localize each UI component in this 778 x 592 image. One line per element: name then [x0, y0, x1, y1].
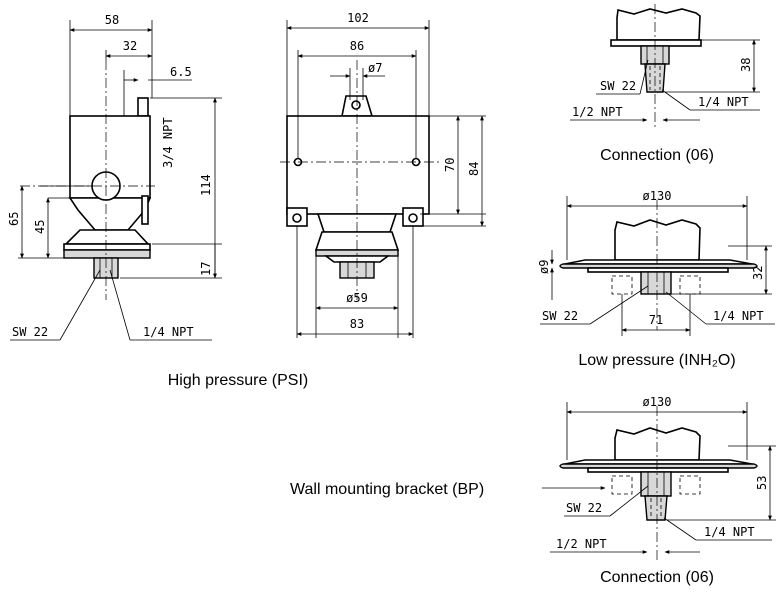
- side-view: 58 32 6.5 3/4 NPT 114 17 65 45 SW 22 1/4…: [7, 13, 222, 341]
- conn-bottom-thread-small: 1/4 NPT: [704, 525, 755, 539]
- side-thread-label: 1/4 NPT: [143, 325, 194, 339]
- conn-bottom-sw22: SW 22: [566, 501, 602, 515]
- caption-connection-bottom: Connection (06): [600, 569, 714, 586]
- conn-bottom-dim-d130: ø130: [643, 395, 672, 409]
- low-dim-d130: ø130: [643, 189, 672, 203]
- dim-6-5: 6.5: [170, 65, 192, 79]
- caption-high-pressure: High pressure (PSI): [168, 372, 309, 389]
- dim-83: 83: [350, 317, 364, 331]
- dim-58: 58: [105, 13, 119, 27]
- conn-top-thread-large: 1/2 NPT: [572, 105, 623, 119]
- conn-top-dim-38: 38: [739, 58, 753, 72]
- dim-3-4-npt: 3/4 NPT: [161, 117, 175, 168]
- conn-top-sw22: SW 22: [600, 79, 636, 93]
- bracket-label: Wall mounting bracket (BP): [290, 481, 484, 498]
- dim-84: 84: [467, 162, 481, 176]
- dim-17: 17: [199, 262, 213, 276]
- conn-top-thread-small: 1/4 NPT: [698, 95, 749, 109]
- low-thread: 1/4 NPT: [713, 309, 764, 323]
- dim-70: 70: [443, 158, 457, 172]
- dim-45: 45: [33, 220, 47, 234]
- low-dim-d9: ø9: [537, 260, 551, 274]
- conn-bottom-dim-53: 53: [755, 476, 769, 490]
- connection-top-view: 38 SW 22 1/4 NPT 1/2 NPT: [570, 4, 760, 128]
- low-dim-32: 32: [751, 266, 765, 280]
- dim-d7: ø7: [368, 61, 382, 75]
- side-sw22-label: SW 22: [12, 325, 48, 339]
- dim-86: 86: [350, 39, 364, 53]
- low-dim-71: 71: [649, 313, 663, 327]
- caption-connection-top: Connection (06): [600, 147, 714, 164]
- conn-bottom-thread-large: 1/2 NPT: [556, 537, 607, 551]
- connection-bottom-view: ø130 53 SW 22 1/4 NPT 1/2 NPT: [550, 395, 776, 560]
- dim-d59: ø59: [346, 291, 368, 305]
- front-view: 102 86 ø7 70 84 ø59 83: [280, 11, 486, 338]
- low-sw22: SW 22: [542, 309, 578, 323]
- caption-low-pressure: Low pressure (INH₂O): [578, 352, 735, 369]
- dim-114: 114: [199, 174, 213, 196]
- dim-102: 102: [347, 11, 369, 25]
- dim-65: 65: [7, 212, 21, 226]
- dim-32: 32: [123, 39, 137, 53]
- low-pressure-view: ø130 ø9 32 71 SW 22 1/4 NPT: [537, 189, 775, 336]
